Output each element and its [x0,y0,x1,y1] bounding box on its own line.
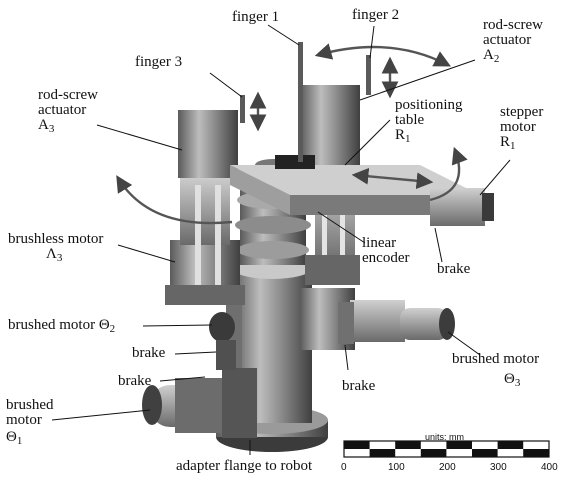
stepper-line1: stepper [500,104,544,120]
symbol-theta: Θ [6,429,17,445]
subscript-1: 1 [405,133,411,145]
theta3-symbol: Θ3 [504,372,539,391]
brushed-motor-theta2-body [209,312,236,370]
actuator-a2-line2: actuator [483,32,532,48]
actuator-a2-line1: rod-screw [483,17,543,33]
subscript-2: 2 [109,323,116,335]
positioning-symbol: R1 [395,128,463,147]
positioning-line1: positioning [395,97,463,113]
label-linear-encoder: linear encoder [362,236,409,266]
label-finger-2: finger 2 [352,7,400,23]
finger-3-rod [240,95,245,123]
label-brake-right: brake [437,261,471,277]
scale-tick-400: 400 [541,462,558,473]
linear-line2: encoder [362,250,410,266]
label-positioning-table: positioning table R1 [395,98,463,147]
linear-line1: linear [362,235,397,251]
label-brake-left-upper: brake [132,345,166,361]
label-finger-1: finger 1 [232,9,280,25]
positioning-line2: table [395,112,425,128]
symbol-lambda: Λ [46,246,57,262]
symbol-theta: Θ [504,371,515,387]
label-brushed-motor-theta2: brushed motor Θ2 [8,318,115,337]
theta1-line2: motor [6,412,42,428]
stepper-line2: motor [500,119,536,135]
subscript-1: 1 [510,140,516,152]
label-actuator-a3: rod-screw actuator A3 [38,88,98,137]
leader-lines [51,24,511,455]
scale-tick-300: 300 [490,462,507,473]
scale-tick-0: 0 [341,462,347,473]
finger-2-rod [366,55,371,95]
brushless-symbol: Λ3 [46,247,103,266]
label-brake-center: brake [342,378,376,394]
label-stepper-motor: stepper motor R1 [500,105,543,154]
actuator-a2-symbol: A2 [483,48,543,67]
scale-tick-200: 200 [439,462,456,473]
label-adapter-flange: adapter flange to robot [176,458,313,474]
symbol-a: A [483,47,494,63]
brushed-motor-theta3-body [300,288,455,350]
finger-1-rod [298,42,303,162]
stepper-symbol: R1 [500,135,543,154]
symbol-r: R [395,127,406,143]
brushed-motor-theta1-body [142,368,257,438]
actuator-a3-body [165,110,245,305]
subscript-3: 3 [56,252,63,264]
subscript-2: 2 [493,53,500,65]
subscript-3: 3 [48,123,55,135]
label-brushless-motor: brushless motor Λ3 [8,232,103,266]
label-brushed-motor-theta3: brushed motor Θ3 [452,352,539,391]
brushless-line1: brushless motor [8,231,104,247]
scale-tick-100: 100 [388,462,405,473]
scale-units-label: units: mm [425,432,465,442]
actuator-a3-symbol: A3 [38,118,98,137]
theta1-line1: brushed [6,397,54,413]
subscript-1: 1 [16,435,23,447]
fingers [240,42,371,162]
theta2-text: brushed motor Θ [8,317,110,333]
stepper-motor-r1-body [430,188,494,226]
scale-bar [343,440,550,458]
theta3-line1: brushed motor [452,351,540,367]
label-actuator-a2: rod-screw actuator A2 [483,18,543,67]
label-brushed-motor-theta1: brushed motor Θ1 [6,398,54,449]
label-brake-left-lower: brake [118,373,152,389]
symbol-a: A [38,117,49,133]
actuator-a3-line2: actuator [38,102,87,118]
motion-arrows [116,43,468,225]
actuator-a3-line1: rod-screw [38,87,98,103]
label-finger-3: finger 3 [135,54,183,70]
theta1-symbol: Θ1 [6,430,54,449]
symbol-r: R [500,134,511,150]
subscript-3: 3 [514,377,521,389]
